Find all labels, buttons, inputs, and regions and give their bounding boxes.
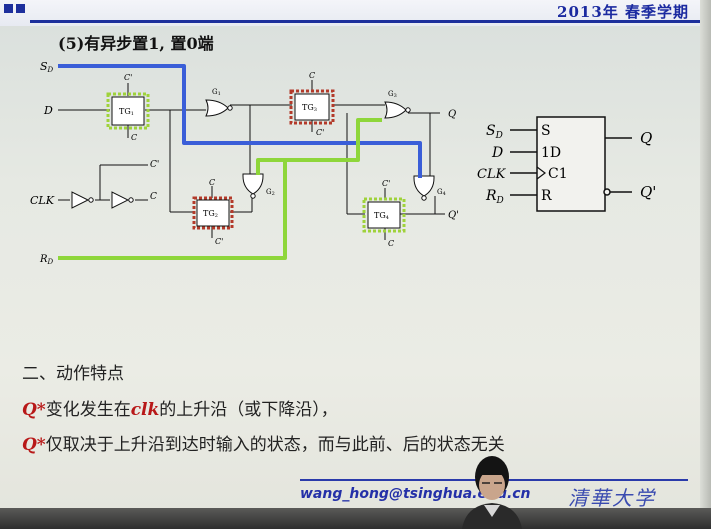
tg4-box bbox=[367, 201, 401, 229]
presenter-face bbox=[479, 470, 505, 500]
gate-g3-bubble bbox=[405, 107, 411, 113]
gate-g4-bubble bbox=[421, 195, 427, 201]
clk-out-c: C bbox=[150, 192, 157, 202]
header-square bbox=[16, 4, 25, 13]
section-heading: 二、动作特点 bbox=[22, 364, 124, 384]
symbol-output-qprime: Q' bbox=[640, 183, 656, 201]
room-foreground bbox=[0, 508, 711, 529]
gate-g1 bbox=[205, 99, 229, 117]
tg2-block: TG2 C C' bbox=[192, 178, 234, 246]
inverter-1 bbox=[71, 191, 90, 209]
symbol-pin-1d: 1D bbox=[541, 145, 561, 161]
symbol-pin-r: R bbox=[541, 188, 552, 204]
clk-out-cbar: C' bbox=[150, 160, 159, 170]
symbol-output-q: Q bbox=[640, 129, 652, 147]
sd-highlight-path bbox=[58, 64, 422, 178]
clock-edge-triangle bbox=[536, 166, 546, 180]
tg3-top-c: C bbox=[309, 71, 315, 80]
tg4-bottom-c: C bbox=[388, 239, 394, 248]
tg4-block: TG4 C' C bbox=[362, 179, 406, 248]
tg3-box bbox=[294, 93, 330, 121]
tg3-highlight bbox=[289, 89, 335, 125]
tg4-highlight bbox=[362, 197, 406, 233]
header-rule bbox=[30, 20, 711, 23]
gate-g4 bbox=[413, 175, 435, 197]
inverter-1-bubble bbox=[88, 197, 94, 203]
tg3-block: TG3 C C' bbox=[289, 71, 335, 137]
logic-symbol-box bbox=[536, 116, 606, 212]
tg2-box bbox=[196, 199, 230, 227]
presenter-figure bbox=[462, 456, 522, 529]
slide-header-bar: 2013年 春季学期 bbox=[0, 0, 711, 26]
tg2-label: TG2 bbox=[203, 209, 218, 219]
screen-edge bbox=[700, 0, 711, 529]
gate-g2-bubble bbox=[250, 193, 256, 199]
tg3-bottom-c: C' bbox=[316, 128, 324, 137]
tg1-box bbox=[111, 96, 145, 126]
qbar-inversion-bubble bbox=[603, 188, 611, 196]
symbol-input-sd: SD bbox=[486, 123, 503, 141]
symbol-input-d: D bbox=[491, 145, 503, 161]
tg1-top-c: C' bbox=[124, 73, 132, 82]
gate-g3 bbox=[384, 101, 407, 119]
gate-label-g2: G2 bbox=[266, 188, 275, 197]
tg1-highlight bbox=[106, 92, 150, 130]
gate-label-g4: G4 bbox=[437, 188, 446, 197]
symbol-input-rd: RD bbox=[485, 188, 504, 206]
tg2-highlight bbox=[192, 196, 234, 230]
output-label-q: Q bbox=[448, 109, 456, 120]
inverter-2-bubble bbox=[128, 197, 134, 203]
header-square bbox=[4, 4, 13, 13]
input-label-sd: SD bbox=[40, 60, 54, 74]
input-label-d: D bbox=[43, 104, 53, 117]
tg4-label: TG4 bbox=[374, 211, 389, 221]
input-label-clk: CLK bbox=[30, 194, 55, 207]
tg1-label: TG1 bbox=[119, 107, 134, 117]
semester-label: 2013年 春季学期 bbox=[557, 3, 689, 21]
symbol-pin-c1: C1 bbox=[548, 166, 568, 182]
footer-email: wang_hong@tsinghua.edu.cn bbox=[300, 486, 531, 502]
tg4-top-c: C' bbox=[382, 179, 390, 188]
header-squares bbox=[4, 4, 25, 13]
flipflop-logic-symbol: SD D CLK RD S 1D C1 R Q Q' bbox=[477, 116, 656, 212]
symbol-input-clk: CLK bbox=[477, 167, 507, 182]
body-line-1: Q*变化发生在clk的上升沿（或下降沿）， bbox=[22, 400, 338, 420]
slide-title: (5)有异步置1, 置0端 bbox=[58, 34, 214, 53]
tg1-bottom-c: C bbox=[131, 133, 137, 142]
output-label-qbar: Q' bbox=[448, 210, 459, 221]
gate-g2 bbox=[242, 173, 264, 195]
tg1-block: TG1 C' C bbox=[106, 73, 150, 142]
university-logo: 清華大学 bbox=[568, 486, 656, 510]
tg2-bottom-c: C' bbox=[215, 237, 223, 246]
tg3-label: TG3 bbox=[302, 103, 317, 113]
symbol-pin-s: S bbox=[541, 123, 551, 139]
gate-label-g3: G3 bbox=[388, 90, 397, 99]
tg2-top-c: C bbox=[209, 178, 215, 187]
inverter-2 bbox=[111, 191, 130, 209]
rd-highlight-path bbox=[58, 118, 382, 260]
gate-label-g1: G1 bbox=[212, 88, 221, 97]
body-line-2: Q*仅取决于上升沿到达时输入的状态，而与此前、后的状态无关 bbox=[22, 435, 505, 455]
gate-g1-bubble bbox=[227, 105, 233, 111]
input-label-rd: RD bbox=[39, 254, 54, 266]
